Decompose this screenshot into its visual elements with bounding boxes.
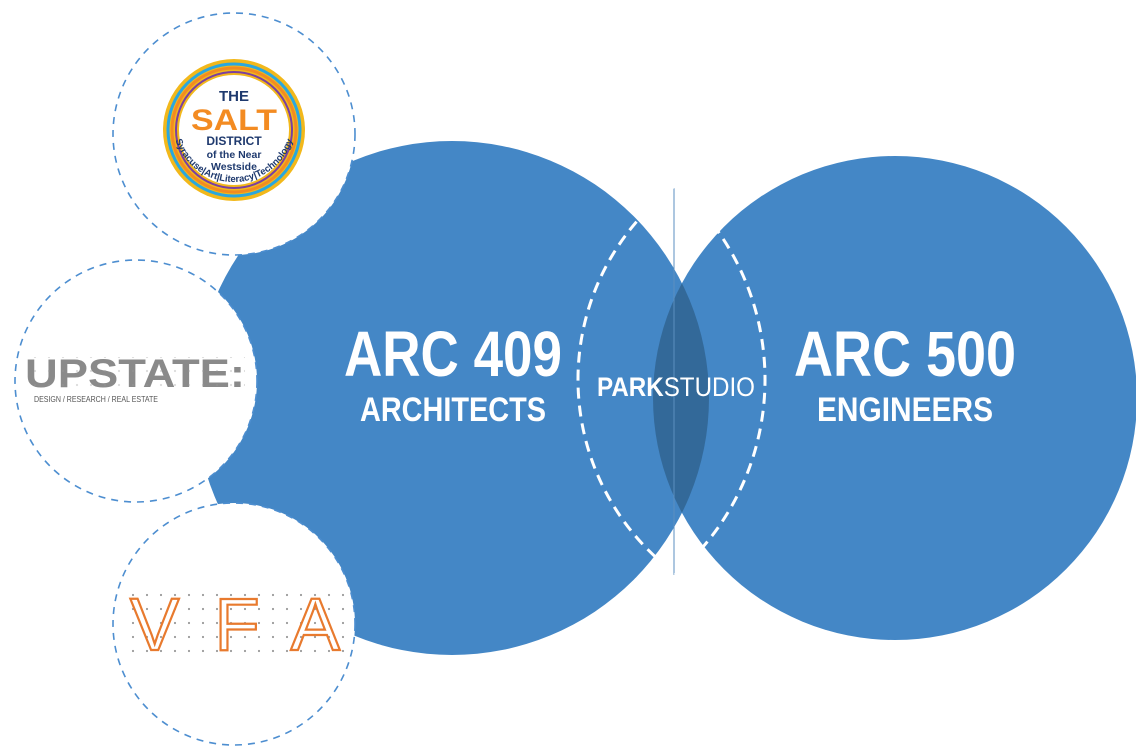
park-studio-bold: PARK <box>597 372 664 402</box>
salt-logo-salt: SALT <box>191 104 277 137</box>
salt-logo-district: DISTRICT <box>206 134 262 148</box>
salt-logo-near: of the Near <box>207 149 262 161</box>
upstate-wordmark-hatch <box>25 357 245 388</box>
arc409-code: ARC 409 <box>344 318 562 390</box>
salt-logo-ring-scribble-2 <box>170 66 298 194</box>
arc500-role: ENGINEERS <box>817 391 993 429</box>
salt-logo-inner <box>179 75 289 185</box>
park-studio-label: PARKSTUDIO <box>597 372 755 402</box>
salt-logo-ring-scribble <box>166 62 302 198</box>
vfa-wordmark: VFA <box>130 583 341 666</box>
arc500-circle <box>653 156 1136 640</box>
vfa-dot-grid <box>122 586 348 654</box>
salt-logo-ring-scribble-3 <box>175 71 293 189</box>
vfa-logo: VFA <box>122 582 348 667</box>
arc409-role: ARCHITECTS <box>360 391 546 429</box>
salt-district-logo: THE SALT DISTRICT of the Near Westside S… <box>163 59 305 201</box>
park-studio-light: STUDIO <box>664 372 755 402</box>
arc409-circle <box>195 141 709 655</box>
overlap-dashed-outline <box>576 183 767 576</box>
salt-logo-westside: Westside <box>211 161 257 173</box>
arc500-code: ARC 500 <box>794 318 1016 390</box>
upstate-logo: UPSTATE: DESIGN / RESEARCH / REAL ESTATE <box>25 352 245 404</box>
upstate-tagline: DESIGN / RESEARCH / REAL ESTATE <box>34 394 158 404</box>
salt-logo-the: THE <box>219 88 249 105</box>
